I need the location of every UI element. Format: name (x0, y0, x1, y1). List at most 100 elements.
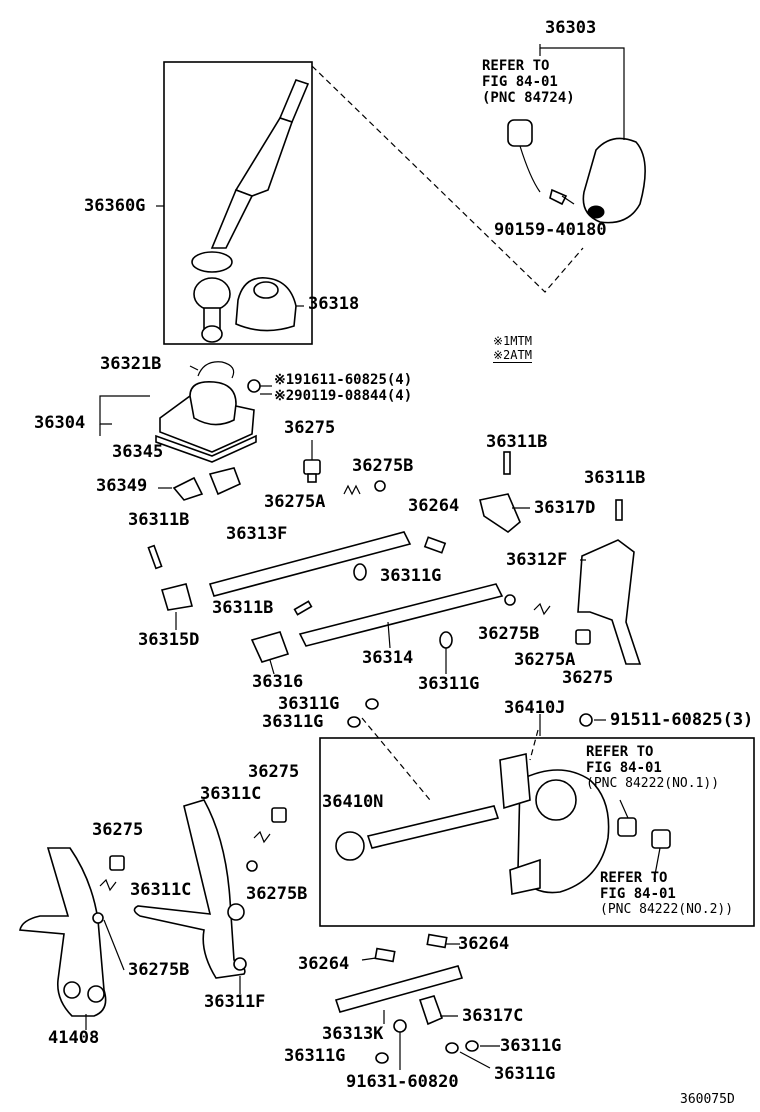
detent-springs (172, 467, 242, 501)
lever-assembly-frame (163, 61, 313, 345)
label-36316: 36316 (252, 672, 304, 692)
drawing-number: 360075D (680, 1092, 735, 1107)
bolt-91631-icon (393, 1019, 407, 1033)
ring-36311G-lower (439, 631, 453, 649)
select-lever-assembly (335, 753, 671, 895)
label-36311G-bottom: 36311G (494, 1064, 556, 1084)
label-36318: 36318 (308, 294, 360, 314)
shaft-36313F (208, 531, 412, 597)
label-36312F: 36312F (506, 550, 568, 570)
label-36410N: 36410N (322, 792, 384, 812)
ball-36275B-lower-mid (246, 860, 258, 872)
fork-41408 (19, 847, 107, 1017)
label-36311C-upper: 36311C (200, 784, 262, 804)
head-36316 (250, 631, 290, 663)
refer-note-no2-line2: FIG 84-01 (600, 886, 676, 902)
head-36315D (160, 583, 194, 611)
refer-note-knob-line3: (PNC 84724) (482, 90, 575, 106)
label-36311F: 36311F (204, 992, 266, 1012)
knob-dash-line (311, 65, 584, 293)
label-36311C-lower: 36311C (130, 880, 192, 900)
label-36311G-lower-left: 36311G (284, 1046, 346, 1066)
label-91631-60820: 91631-60820 (346, 1072, 459, 1092)
spring-36275A-right (533, 602, 551, 616)
label-36311G-upper: 36311G (380, 566, 442, 586)
label-36275B-top: 36275B (352, 456, 414, 476)
legend-line1: ※1MTM (493, 334, 532, 348)
label-36360G: 36360G (84, 196, 146, 216)
label-36275A-top: 36275A (264, 492, 326, 512)
label-36315D: 36315D (138, 630, 200, 650)
refer-note-knob-line2: FIG 84-01 (482, 74, 558, 90)
refer-note-no2: REFER TO FIG 84-01 (PNC 84222(NO.2)) (600, 870, 733, 918)
leader-lines (85, 44, 661, 1070)
head-36317D (479, 493, 521, 533)
label-41408: 41408 (48, 1028, 100, 1048)
label-36349: 36349 (96, 476, 148, 496)
ball-36275B-right (504, 594, 516, 606)
lever-boot (235, 277, 297, 332)
ring-36311G-b (347, 716, 361, 728)
refer-note-knob-line1: REFER TO (482, 58, 550, 74)
ring-36311G-lower-a (375, 1052, 389, 1064)
shaft-36313K (334, 965, 464, 1013)
lever-retainer (155, 380, 257, 463)
label-36317C: 36317C (462, 1006, 524, 1026)
pin-36264-lower-b (426, 933, 448, 949)
refer-note-knob: REFER TO FIG 84-01 (PNC 84724) (482, 58, 575, 106)
label-36311B-upper-mid: 36311B (486, 432, 548, 452)
label-36304: 36304 (34, 413, 86, 433)
label-36313F: 36313F (226, 524, 288, 544)
pin-36311B-right (615, 499, 623, 521)
label-36313K: 36313K (322, 1024, 384, 1044)
spring-36311C-lower-mid (253, 830, 271, 844)
label-36314: 36314 (362, 648, 414, 668)
refer-note-no1: REFER TO FIG 84-01 (PNC 84222(NO.1)) (586, 744, 719, 792)
label-36410J: 36410J (504, 698, 566, 718)
spring-36311C-lower-left (99, 878, 117, 892)
head-36317C (418, 995, 444, 1026)
ring-36311G-lower-b (445, 1042, 459, 1054)
label-36311B-right: 36311B (584, 468, 646, 488)
label-36345: 36345 (112, 442, 164, 462)
label-36275B-lower-mid: 36275B (246, 884, 308, 904)
plug-36275-lower-left (109, 855, 125, 871)
legend-line2: ※2ATM (493, 348, 532, 363)
select-lever-frame (319, 737, 755, 927)
label-36275-right: 36275 (562, 668, 614, 688)
bolt-91511-icon (579, 713, 593, 727)
label-191611-60825: ※191611-60825(4) (274, 372, 413, 388)
ring-36311G-upper (353, 563, 367, 581)
label-91511-60825: 91511-60825(3) (610, 710, 754, 730)
pin-36311B-mid (293, 600, 313, 616)
label-36275A-right: 36275A (514, 650, 576, 670)
label-36311G-mid: 36311G (418, 674, 480, 694)
spring-36311B-upper (503, 451, 511, 475)
label-36317D: 36317D (534, 498, 596, 518)
refer-note-no1-line3: (PNC 84222(NO.1)) (586, 776, 720, 791)
shaft-dash-line (529, 729, 539, 761)
fork-36311F (133, 799, 247, 979)
label-36264-upper: 36264 (408, 496, 460, 516)
label-36303: 36303 (545, 18, 597, 38)
pin-36264-lower-a (374, 947, 396, 963)
fork-36312F (577, 539, 642, 665)
label-36311G-box-a: 36311G (278, 694, 340, 714)
label-36275B-lower-left: 36275B (128, 960, 190, 980)
ring-36311G-a (365, 698, 379, 710)
refer-note-no2-line1: REFER TO (600, 870, 668, 886)
label-36264-left: 36264 (298, 954, 350, 974)
label-36311B-mid: 36311B (212, 598, 274, 618)
label-36321B: 36321B (100, 354, 162, 374)
spring-36275A (343, 484, 361, 496)
ball-36275B (374, 480, 386, 492)
plug-36275 (303, 459, 321, 483)
legend: ※1MTM ※2ATM (493, 334, 532, 363)
label-36275-lower-mid: 36275 (248, 762, 300, 782)
snap-ring-dash-line (361, 717, 431, 801)
label-290119-08844: ※290119-08844(4) (274, 388, 413, 404)
label-36311B-left: 36311B (128, 510, 190, 530)
refer-note-no1-line1: REFER TO (586, 744, 654, 760)
plug-36275-lower-mid (271, 807, 287, 823)
